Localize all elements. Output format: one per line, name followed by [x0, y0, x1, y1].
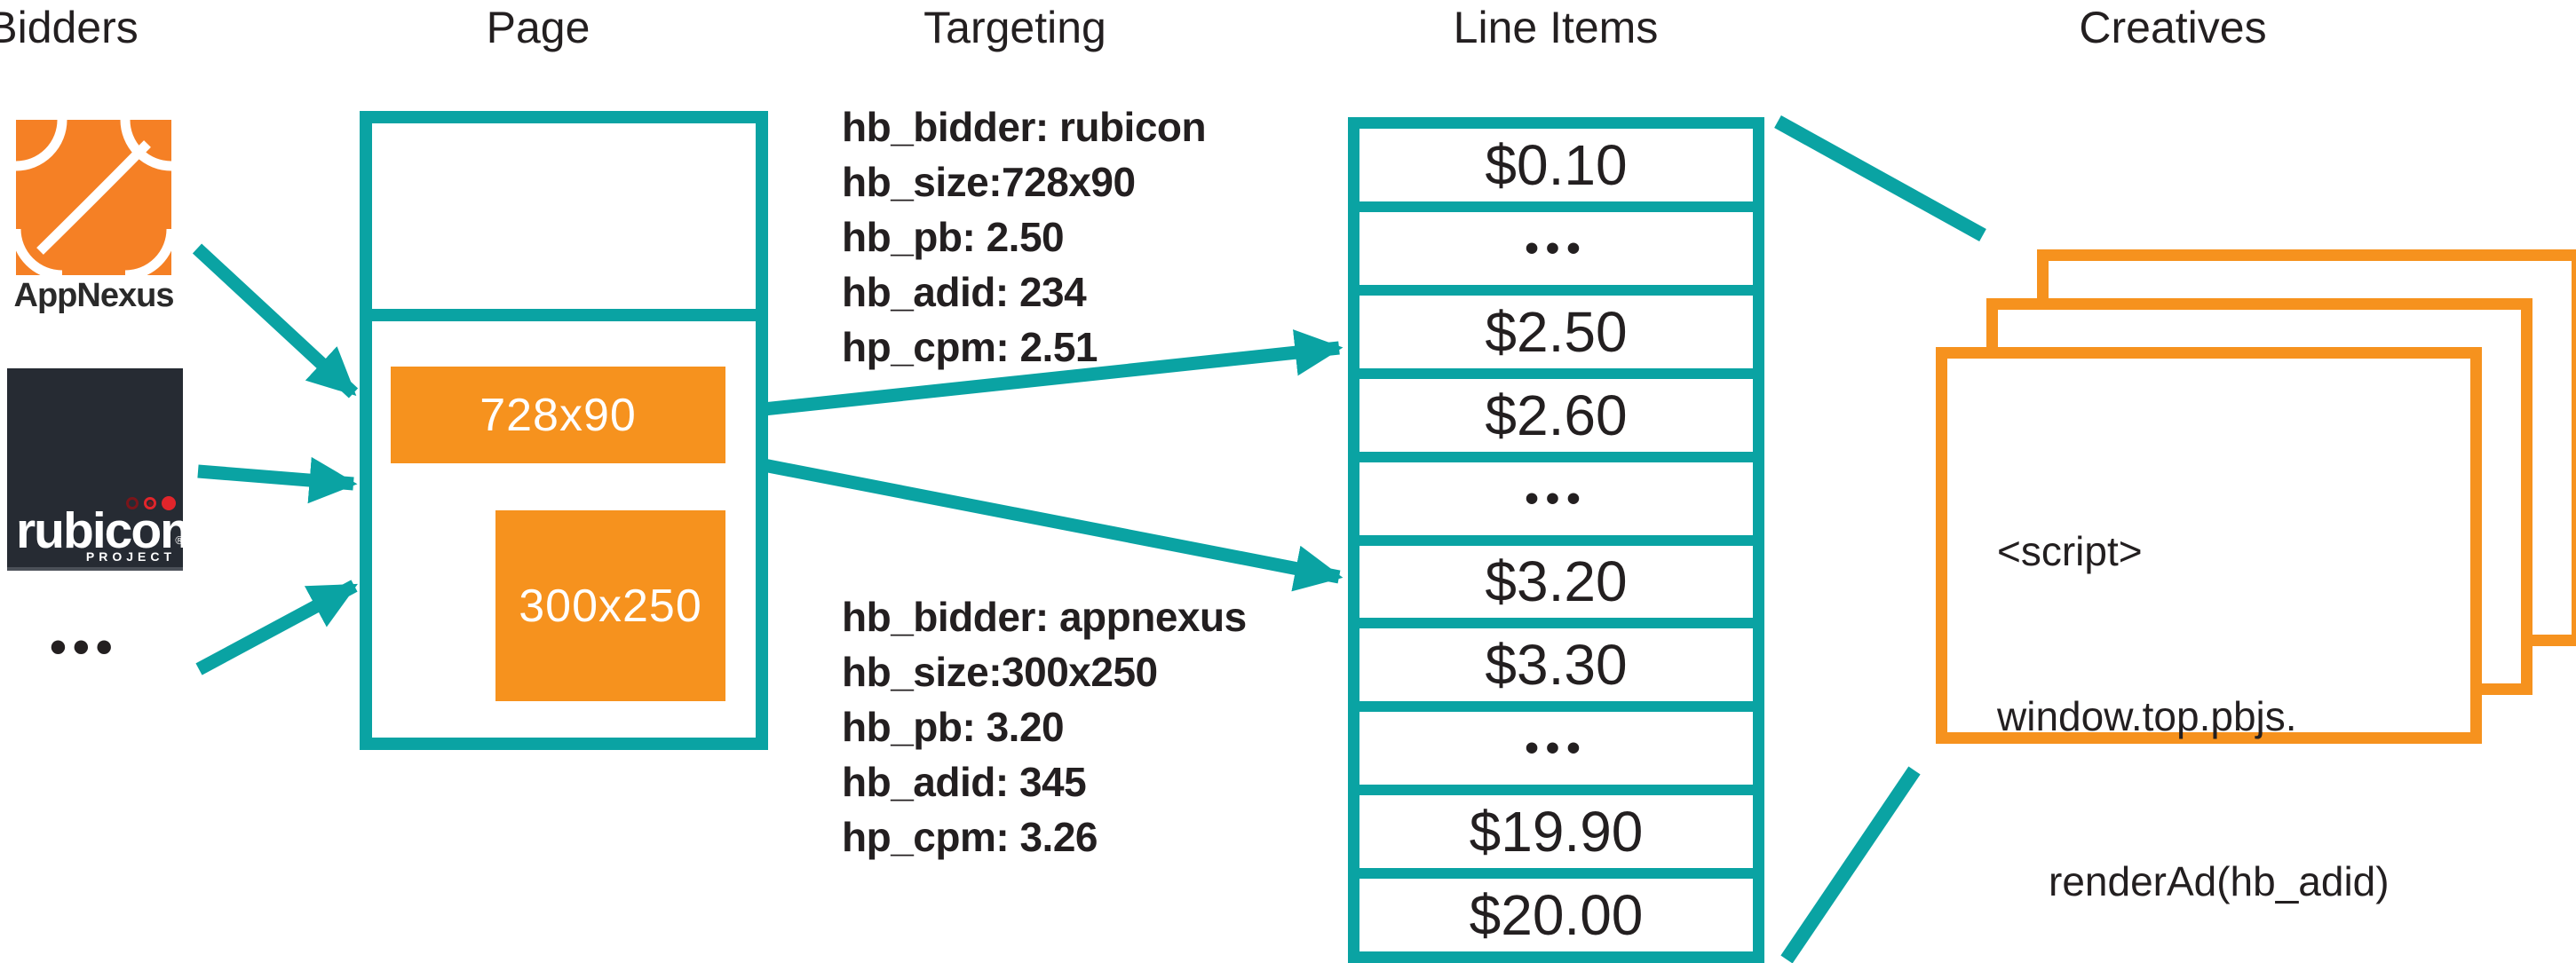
targeting-line: hb_adid: 234 — [842, 269, 1087, 315]
ad-slot-300x250-label: 300x250 — [519, 580, 702, 632]
line-item-row-ellipsis: ••• — [1359, 451, 1753, 535]
targeting-line: hb_adid: 345 — [842, 759, 1087, 805]
code-line: window.top.pbjs. — [1997, 693, 2297, 739]
arrow-appnexus-to-page — [192, 243, 359, 399]
line-item-row: $0.10 — [1359, 129, 1753, 201]
targeting-line: hb_bidder: appnexus — [842, 594, 1247, 640]
rubicon-dot-ring — [144, 497, 156, 509]
line-item-row: $3.20 — [1359, 534, 1753, 619]
creative-card-front: <script> window.top.pbjs. renderAd(hb_ad… — [1936, 347, 2482, 904]
column-header-page: Page — [486, 3, 590, 52]
targeting-line: hp_cpm: 2.51 — [842, 324, 1098, 370]
column-header-targeting: Targeting — [923, 3, 1106, 52]
creative-code-snippet: <script> window.top.pbjs. renderAd(hb_ad… — [1997, 414, 2390, 963]
targeting-line: hb_pb: 3.20 — [842, 704, 1065, 750]
targeting-line: hb_pb: 2.50 — [842, 214, 1065, 260]
targeting-block-rubicon: hb_bidder: rubicon hb_size:728x90 hb_pb:… — [842, 99, 1339, 375]
arrow-rubicon-to-page — [197, 456, 358, 504]
targeting-line: hb_size:300x250 — [842, 649, 1158, 695]
column-header-bidders: Bidders — [0, 3, 139, 52]
rubicon-wordmark: rubicon — [16, 502, 191, 559]
more-bidders-ellipsis: ••• — [50, 620, 119, 674]
column-header-creatives: Creatives — [2079, 3, 2267, 52]
targeting-line: hb_size:728x90 — [842, 159, 1136, 205]
page-divider — [372, 309, 756, 321]
line-item-row: $2.60 — [1359, 367, 1753, 452]
connector-lineitems-bottom-to-creatives — [1780, 766, 1921, 963]
line-item-row: $19.90 — [1359, 785, 1753, 869]
arrow-more-to-page — [195, 580, 358, 675]
rubicon-logo: rubicon ® PROJECT — [7, 368, 191, 571]
column-header-line-items: Line Items — [1453, 3, 1659, 52]
targeting-block-appnexus: hb_bidder: appnexus hb_size:300x250 hb_p… — [842, 589, 1339, 864]
line-items-table: $0.10 ••• $2.50 $2.60 ••• $3.20 $3.30 ••… — [1348, 117, 1764, 963]
rubicon-dots-icon — [126, 496, 176, 510]
code-line: renderAd(hb_adid) — [2049, 858, 2390, 904]
line-item-row-ellipsis: ••• — [1359, 201, 1753, 285]
appnexus-logo-icon — [16, 120, 171, 275]
appnexus-label: AppNexus — [13, 277, 175, 314]
ad-slot-300x250: 300x250 — [495, 510, 725, 701]
code-line: <script> — [1997, 528, 2143, 574]
connector-lineitems-top-to-creatives — [1774, 115, 1986, 241]
targeting-line: hp_cpm: 3.26 — [842, 814, 1098, 860]
arrow-page-to-lineitem-320 — [762, 458, 1343, 592]
line-item-row: $20.00 — [1359, 868, 1753, 952]
rubicon-project-label: PROJECT — [85, 549, 176, 564]
line-item-row: $3.30 — [1359, 618, 1753, 702]
rubicon-dot-solid — [162, 496, 176, 510]
ad-slot-728x90: 728x90 — [391, 367, 725, 463]
rubicon-dot-outline — [126, 497, 139, 509]
line-item-row: $2.50 — [1359, 284, 1753, 368]
targeting-line: hb_bidder: rubicon — [842, 104, 1207, 150]
ad-slot-728x90-label: 728x90 — [480, 389, 637, 441]
rubicon-registered-mark: ® — [175, 533, 184, 547]
page-box: 728x90 300x250 — [360, 111, 768, 750]
line-item-row-ellipsis: ••• — [1359, 701, 1753, 785]
